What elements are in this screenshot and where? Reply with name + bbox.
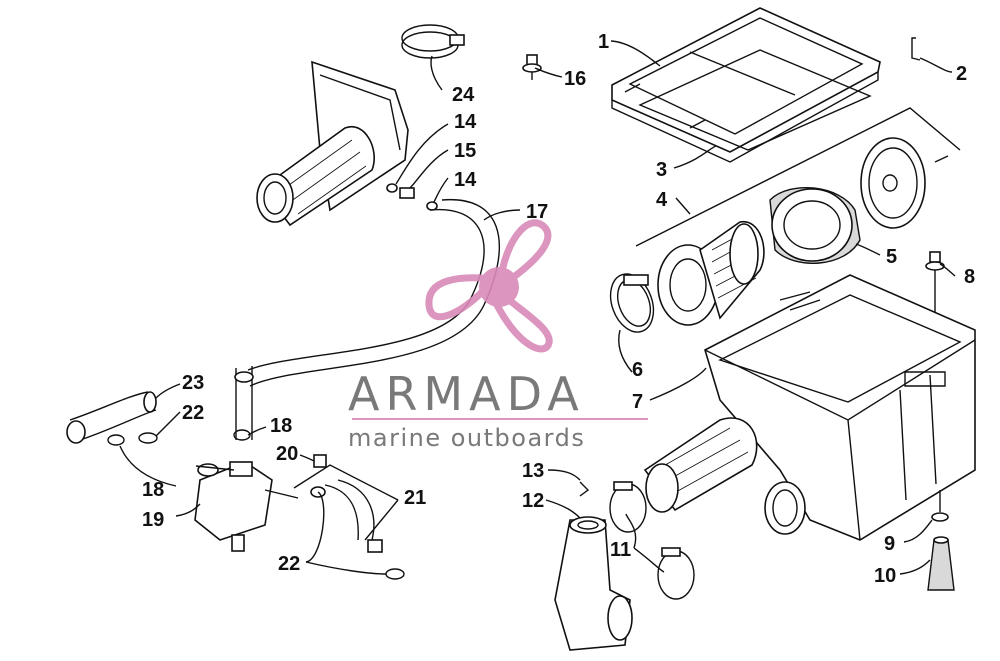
hose-23 (66, 391, 157, 444)
callout-10: 10 (874, 565, 896, 587)
callout-2: 2 (956, 63, 967, 85)
callout-13: 13 (522, 460, 544, 482)
callout-21: 21 (404, 487, 426, 509)
callout-24: 24 (452, 84, 475, 106)
clamps-11 (609, 481, 695, 600)
airbox-inlet-boot (643, 417, 806, 535)
filter-cover (860, 137, 949, 229)
callout-16: 16 (564, 68, 586, 90)
callout-18-lower: 18 (142, 479, 164, 501)
callout-3: 3 (656, 159, 667, 181)
bolt-16 (522, 54, 542, 80)
hose-21 (310, 479, 383, 553)
breather-valve-19 (194, 461, 299, 552)
callout-1: 1 (598, 31, 609, 53)
callout-14-upper: 14 (454, 111, 477, 133)
callout-12: 12 (522, 490, 544, 512)
upper-intake (256, 60, 409, 227)
callout-11: 11 (610, 539, 631, 561)
lid-seal (638, 49, 872, 151)
callout-20: 20 (276, 443, 298, 465)
callout-15: 15 (454, 140, 476, 162)
brand-tagline: marine outboards (348, 424, 585, 452)
clamps-22 (138, 432, 405, 580)
foam-filter (769, 187, 861, 264)
callout-23: 23 (182, 372, 204, 394)
callout-6: 6 (632, 359, 643, 381)
callout-17: 17 (526, 201, 548, 223)
clip-13 (579, 481, 590, 497)
lid-clip (911, 37, 921, 61)
leader-lines (119, 40, 956, 575)
intake-boot (554, 516, 633, 651)
callout-5: 5 (886, 246, 897, 268)
propeller-logo (425, 219, 553, 353)
callout-9: 9 (884, 533, 895, 555)
callout-22-lower: 22 (278, 553, 300, 575)
callout-7: 7 (632, 391, 643, 413)
callout-4: 4 (656, 189, 668, 211)
clamp-6 (609, 273, 655, 333)
callout-18-upper: 18 (270, 415, 292, 437)
armada-watermark: ARMADA marine outboards (348, 219, 648, 452)
clamp-24 (401, 24, 465, 59)
callout-19: 19 (142, 509, 164, 531)
callout-22-upper: 22 (182, 402, 204, 424)
cap-20 (313, 454, 327, 468)
callout-14-lower: 14 (454, 169, 477, 191)
brand-name: ARMADA (348, 367, 585, 421)
airbox-body (704, 274, 976, 541)
clamps-18 (107, 429, 251, 446)
airbox-lid (611, 7, 881, 163)
filter-assembly (635, 107, 961, 326)
drain-parts (927, 490, 955, 591)
callout-8: 8 (964, 266, 975, 288)
callout-labels: 1 2 3 4 5 6 7 8 9 10 11 12 13 14 15 14 1… (142, 31, 975, 587)
small-clamps-14-15 (386, 183, 438, 211)
